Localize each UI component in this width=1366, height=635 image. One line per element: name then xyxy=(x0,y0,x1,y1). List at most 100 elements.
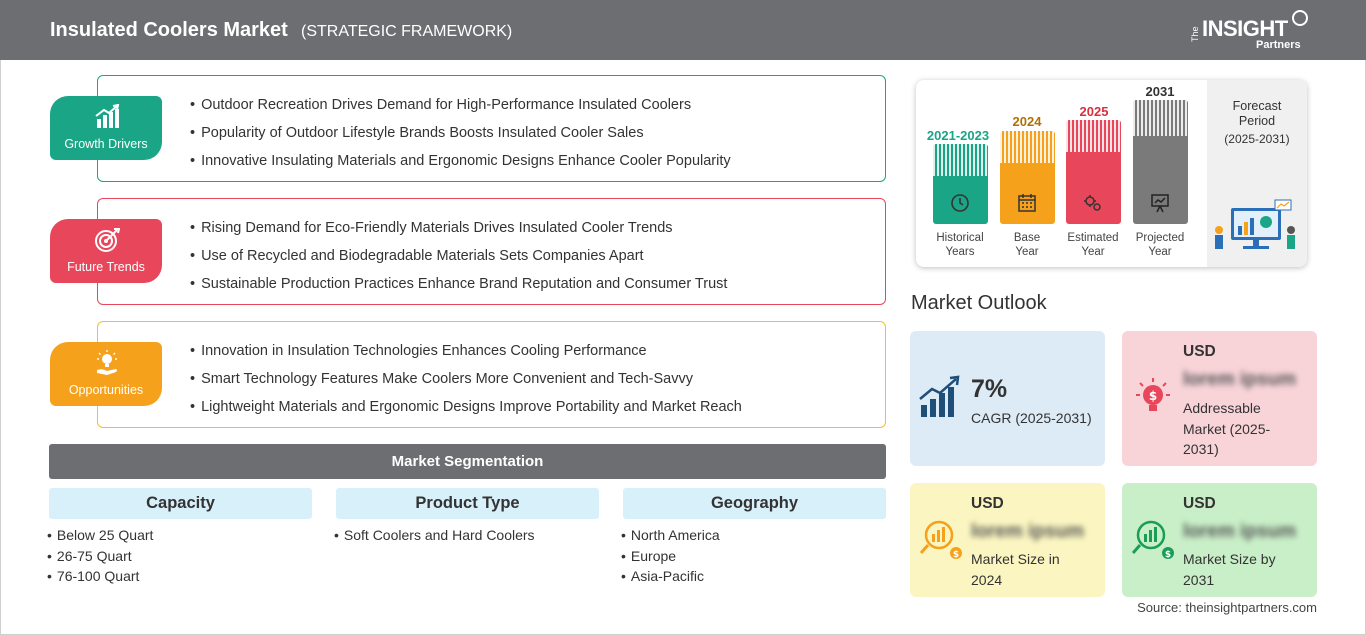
list-item: Rising Demand for Eco-Friendly Materials… xyxy=(190,218,727,246)
opportunities-label: Opportunities xyxy=(68,383,144,397)
svg-text:$: $ xyxy=(1149,389,1157,403)
timeline-year-historical: 2021-2023 xyxy=(926,128,990,143)
opportunities-list: Innovation in Insulation Technologies En… xyxy=(190,341,742,425)
growth-drivers-list: Outdoor Recreation Drives Demand for Hig… xyxy=(190,95,731,179)
logo-the: The xyxy=(1190,26,1200,42)
timeline-year-projected: 2031 xyxy=(1145,84,1175,99)
timeline-year-base: 2024 xyxy=(1012,114,1042,129)
caption-line: Projected xyxy=(1135,232,1185,244)
target-icon xyxy=(95,228,120,252)
cagr-label: CAGR (2025-2031) xyxy=(971,410,1092,426)
gears-icon xyxy=(1084,195,1101,211)
list-item: 26-75 Quart xyxy=(47,546,153,567)
list-item: Asia-Pacific xyxy=(621,566,720,587)
timeline-caption-historical: Historical Years xyxy=(920,231,1000,259)
source-link[interactable]: Source: theinsightpartners.com xyxy=(1137,600,1317,615)
list-item: North America xyxy=(621,525,720,546)
opportunities-card: Innovation in Insulation Technologies En… xyxy=(97,321,886,428)
segment-product-type-list: Soft Coolers and Hard Coolers xyxy=(334,525,535,546)
timeline-year-estimated: 2025 xyxy=(1079,104,1109,119)
history-icon xyxy=(951,194,969,212)
size-2024-label: Market Size in 2024 xyxy=(971,551,1060,588)
segment-capacity-heading: Capacity xyxy=(49,488,312,519)
list-item: Soft Coolers and Hard Coolers xyxy=(334,525,535,546)
addressable-currency: USD xyxy=(1183,343,1216,360)
header-bar: Insulated Coolers Market (STRATEGIC FRAM… xyxy=(0,0,1366,60)
lightbulb-hand-icon xyxy=(97,350,117,375)
presentation-icon xyxy=(1151,194,1169,213)
timeline-caption-projected: Projected Year xyxy=(1120,231,1200,259)
logo-partners: Partners xyxy=(1256,39,1301,51)
opportunities-badge: Opportunities xyxy=(50,342,162,406)
addressable-market-tile: $ USD lorem ipsum Addressable Market (20… xyxy=(1122,331,1317,466)
page-title: Insulated Coolers Market xyxy=(50,19,288,41)
market-segmentation-header: Market Segmentation xyxy=(49,444,886,479)
list-item: Outdoor Recreation Drives Demand for Hig… xyxy=(190,95,731,123)
list-item: Innovative Insulating Materials and Ergo… xyxy=(190,151,731,179)
calendar-icon xyxy=(1018,194,1036,212)
size-2031-currency: USD xyxy=(1183,495,1216,512)
bar-stripes xyxy=(933,144,988,176)
timeline-caption-base: Base Year xyxy=(987,231,1067,259)
list-item: Innovation in Insulation Technologies En… xyxy=(190,341,742,369)
logo-insight: INSIGHT xyxy=(1202,16,1288,41)
list-item: Sustainable Production Practices Enhance… xyxy=(190,274,727,302)
list-item: Europe xyxy=(621,546,720,567)
size-2031-label: Market Size by 2031 xyxy=(1183,551,1276,588)
list-item: Below 25 Quart xyxy=(47,525,154,546)
segment-geography-heading: Geography xyxy=(623,488,886,519)
addressable-value: lorem ipsum xyxy=(1183,369,1296,390)
timeline-bar-historical xyxy=(933,144,988,224)
list-item: Use of Recycled and Biodegradable Materi… xyxy=(190,246,727,274)
bar-stripes xyxy=(1133,100,1188,136)
segment-capacity-list: Below 25 Quart 26-75 Quart 76-100 Quart xyxy=(47,525,154,587)
caption-line: Year xyxy=(1081,246,1105,258)
timeline-caption-estimated: Estimated Year xyxy=(1053,231,1133,259)
market-size-2031-tile: $ USD lorem ipsum Market Size by 2031 xyxy=(1122,483,1317,597)
caption-line: Base xyxy=(1013,232,1041,244)
caption-line: Estimated xyxy=(1067,232,1119,244)
svg-text:$: $ xyxy=(1165,550,1171,560)
future-trends-label: Future Trends xyxy=(67,260,145,274)
future-trends-list: Rising Demand for Eco-Friendly Materials… xyxy=(190,218,727,302)
bar-stripes xyxy=(1000,131,1055,163)
list-item: 76-100 Quart xyxy=(47,566,153,587)
logo-ring-icon xyxy=(1292,10,1308,26)
bar-chart-growth-icon xyxy=(95,104,120,128)
page-subtitle: (STRATEGIC FRAMEWORK) xyxy=(301,23,513,40)
svg-text:$: $ xyxy=(953,550,959,560)
market-outlook-title: Market Outlook xyxy=(911,292,1047,314)
market-size-2024-tile: $ USD lorem ipsum Market Size in 2024 xyxy=(910,483,1105,597)
caption-line: Historical xyxy=(936,232,984,244)
growth-drivers-badge: Growth Drivers xyxy=(50,96,162,160)
analytics-illustration-icon xyxy=(1215,199,1295,249)
future-trends-badge: Future Trends xyxy=(50,219,162,283)
timeline-bar-projected xyxy=(1133,100,1188,224)
caption-line: Years xyxy=(945,246,975,258)
size-2031-value: lorem ipsum xyxy=(1183,521,1296,542)
future-trends-card: Rising Demand for Eco-Friendly Materials… xyxy=(97,198,886,305)
forecast-period-range: (2025-2031) xyxy=(1224,132,1290,146)
coin-chart-icon: $ xyxy=(1131,520,1174,560)
growth-drivers-label: Growth Drivers xyxy=(64,137,148,151)
caption-line: Year xyxy=(1015,246,1039,258)
timeline-bar-estimated xyxy=(1066,120,1121,224)
growth-chart-icon xyxy=(919,375,960,417)
addressable-label: Addressable Market (2025-2031) xyxy=(1183,400,1271,457)
caption-line: Year xyxy=(1148,246,1172,258)
list-item: Smart Technology Features Make Coolers M… xyxy=(190,369,742,397)
size-2024-value: lorem ipsum xyxy=(971,521,1084,542)
segment-product-type-heading: Product Type xyxy=(336,488,599,519)
insight-partners-logo[interactable]: The INSIGHT Partners xyxy=(1190,10,1310,54)
timeline-bar-base xyxy=(1000,131,1055,224)
coin-chart-icon: $ xyxy=(919,520,962,560)
list-item: Popularity of Outdoor Lifestyle Brands B… xyxy=(190,123,731,151)
forecast-period-title: Forecast Period xyxy=(1232,99,1282,128)
timeline-panel: 2021-2023 Historical Years 2024 Base Yea… xyxy=(916,80,1307,267)
cagr-value: 7% xyxy=(971,375,1008,403)
growth-drivers-card: Outdoor Recreation Drives Demand for Hig… xyxy=(97,75,886,182)
bar-stripes xyxy=(1066,120,1121,152)
size-2024-currency: USD xyxy=(971,495,1004,512)
segment-geography-list: North America Europe Asia-Pacific xyxy=(621,525,720,587)
cagr-tile: 7% CAGR (2025-2031) xyxy=(910,331,1105,466)
